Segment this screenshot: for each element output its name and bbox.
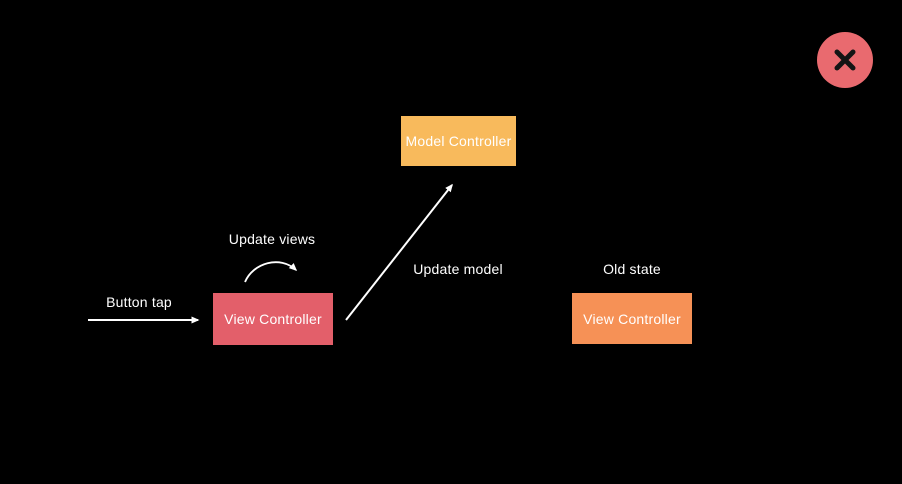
update-model-label: Update model: [413, 261, 503, 277]
update-model-arrow: [345, 183, 453, 321]
view-controller-old-box: View Controller: [572, 293, 692, 344]
button-tap-label: Button tap: [106, 294, 172, 310]
view-controller-label: View Controller: [224, 311, 322, 327]
view-controller-box: View Controller: [213, 293, 333, 345]
view-controller-old-label: View Controller: [583, 310, 681, 327]
old-state-label: Old state: [603, 261, 661, 277]
model-controller-label: Model Controller: [405, 133, 512, 149]
update-views-arrow: [244, 261, 298, 283]
model-controller-box: Model Controller: [401, 116, 516, 166]
close-icon: [834, 49, 856, 71]
close-button[interactable]: [817, 32, 873, 88]
update-views-label: Update views: [228, 231, 316, 247]
